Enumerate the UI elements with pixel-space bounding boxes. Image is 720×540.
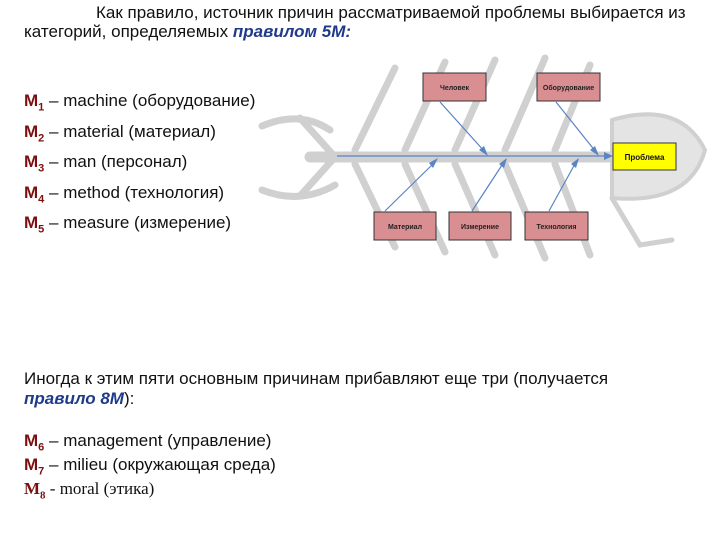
list-item-text: – material (материал) — [44, 121, 216, 141]
m-letter: M6 — [24, 431, 45, 454]
list-item-m7: M7 – milieu (окружающая среда) — [24, 453, 276, 477]
list-8m: M6 – management (управление) M7 – milieu… — [24, 429, 276, 501]
box-chelovek — [422, 72, 487, 102]
bone-chelovek — [439, 101, 486, 153]
list-5m: M1 – machine (оборудование) M2 – materia… — [24, 86, 255, 239]
m-letter: M5 — [24, 213, 45, 236]
list-item-text: – management (управление) — [44, 431, 272, 450]
box-material — [373, 211, 437, 241]
m-letter: M1 — [24, 91, 45, 114]
box-oborudovanie-label: Оборудование — [543, 84, 594, 92]
rule-8m: правило 8M — [24, 389, 124, 408]
list-item-m3: M3 – man (персонал) — [24, 147, 255, 178]
list-item-text: – man (персонал) — [44, 152, 188, 171]
list-item-text: – measure (измерение) — [44, 213, 232, 232]
para2-text: Иногда к этим пяти основным причинам при… — [24, 369, 609, 388]
bone-izmerenie — [471, 161, 505, 212]
box-tekhnologiya — [524, 211, 589, 241]
box-problem-label: Проблема — [625, 153, 665, 162]
bone-arrowhead — [571, 158, 579, 168]
box-izmerenie-label: Измерение — [461, 224, 499, 231]
box-chelovek-label: Человек — [440, 85, 470, 92]
bone-arrowhead — [429, 158, 438, 168]
bone-arrowhead — [499, 158, 507, 168]
m-letter: M3 — [24, 152, 45, 175]
bone-material — [384, 161, 436, 212]
para2-closing: ): — [123, 389, 135, 408]
bone-oborudovanie — [555, 101, 597, 153]
intro-text: Как правило, источник причин рассматрива… — [24, 3, 686, 41]
list-item-text: – method (технология) — [44, 182, 225, 202]
spine-arrowhead — [604, 152, 613, 160]
m-letter: M8 — [24, 479, 46, 502]
m-letter: M4 — [24, 182, 45, 205]
bone-tekhnologiya — [548, 161, 577, 212]
rule-5m: правилом 5M — [232, 22, 346, 41]
second-paragraph: Иногда к этим пяти основным причинам при… — [24, 369, 644, 409]
box-oborudovanie — [536, 72, 601, 102]
list-item-m4: M4 – method (технология) — [24, 178, 255, 209]
list-item-text: – milieu (окружающая среда) — [44, 455, 276, 474]
bone-arrowhead — [590, 146, 599, 156]
list-item-m1: M1 – machine (оборудование) — [24, 86, 255, 117]
list-item-m6: M6 – management (управление) — [24, 429, 276, 453]
list-item-m5: M5 – measure (измерение) — [24, 208, 255, 239]
m-letter: M7 — [24, 455, 45, 478]
list-item-m2: M2 – material (материал) — [24, 117, 255, 148]
list-item-m8: M8 - moral (этика) — [24, 477, 276, 501]
m-letter: M2 — [24, 121, 45, 144]
bone-arrowhead — [479, 146, 488, 156]
list-item-text: – machine (оборудование) — [44, 91, 256, 110]
box-problem — [612, 142, 677, 171]
intro-paragraph: Как правило, источник причин рассматрива… — [24, 3, 714, 41]
box-tekhnologiya-label: Технология — [537, 224, 577, 231]
intro-colon: : — [345, 22, 352, 41]
list-item-text: - moral (этика) — [45, 479, 155, 498]
box-izmerenie — [448, 211, 512, 241]
box-material-label: Материал — [388, 224, 422, 231]
